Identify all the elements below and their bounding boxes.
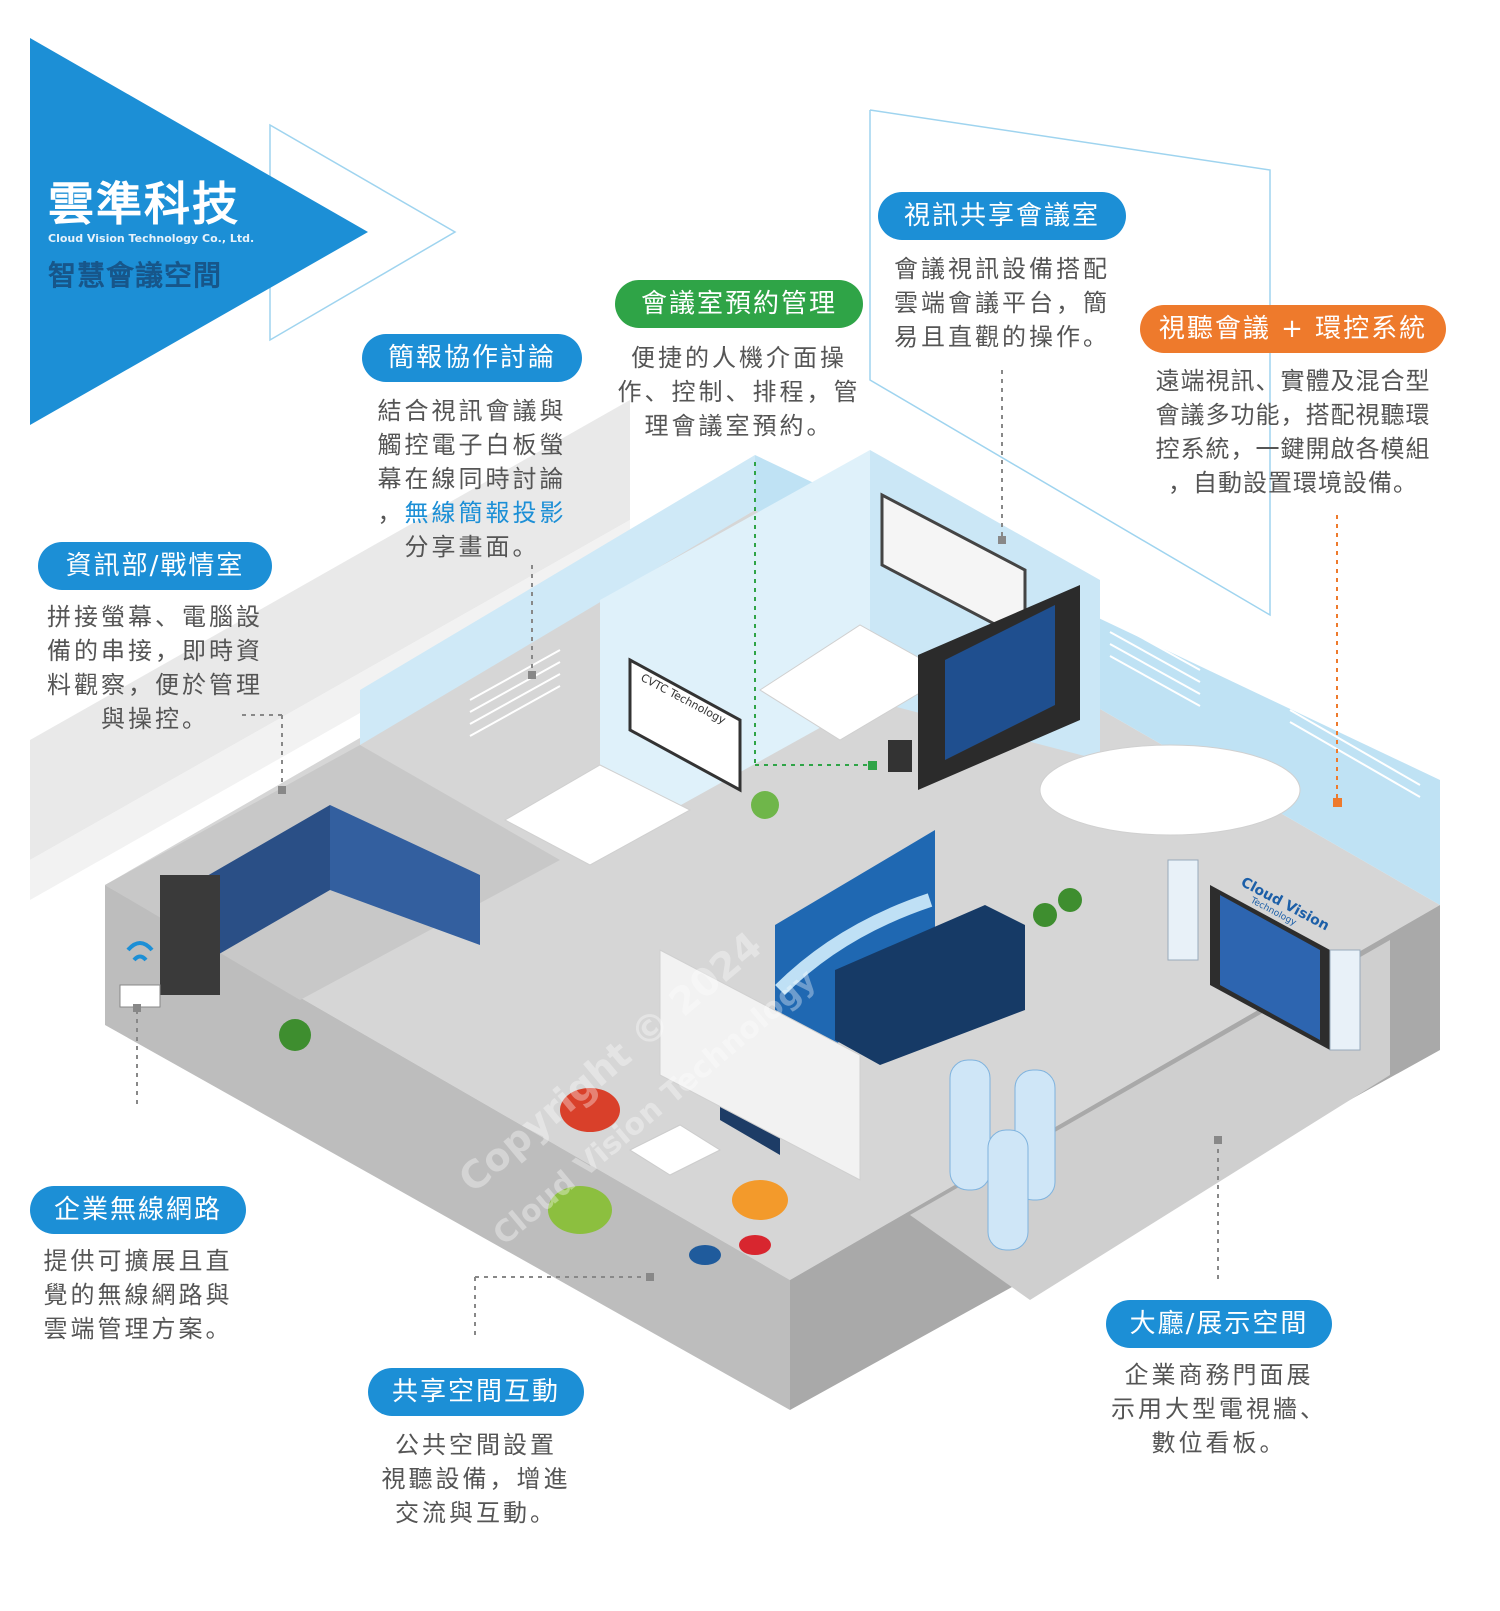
reception-desk <box>835 905 1025 1065</box>
plant-it <box>279 1019 311 1051</box>
building-floor <box>105 510 1440 1280</box>
plant-lobby-1 <box>1033 903 1057 927</box>
callout-booking-desc: 便捷的人機介面操 作、控制、排程，管 理會議室預約。 <box>617 344 861 440</box>
av-conference-table <box>1039 744 1301 836</box>
beanbag-red <box>560 1088 620 1132</box>
callout-wifi-title: 企業無線網路 <box>30 1186 246 1234</box>
display-column-3 <box>987 1129 1029 1251</box>
brand-tagline: 智慧會議空間 <box>48 259 223 292</box>
lobby-floor <box>910 940 1390 1300</box>
brand-subtitle: Cloud Vision Technology Co., Ltd. <box>48 232 255 245</box>
display-column-1 <box>949 1059 991 1191</box>
beanbag-orange <box>732 1180 788 1220</box>
digital-signage-right <box>1329 949 1361 1051</box>
callout-av-desc: 遠端視訊、實體及混合型 會議多功能，搭配視聽環 控系統，一鍵開啟各模組 ，自動設… <box>1155 367 1431 497</box>
server-rack <box>160 875 220 995</box>
presentation-table <box>503 764 692 866</box>
plant-meeting <box>751 791 779 819</box>
bg-outline-frame <box>869 109 1271 617</box>
callout-lobby-title: 大廳/展示空間 <box>1106 1300 1332 1348</box>
coffee-table <box>628 1124 722 1176</box>
wifi-router <box>119 984 161 1008</box>
it-video-wall-left <box>200 805 330 965</box>
room-control-panel <box>888 740 912 772</box>
callout-lobby-desc: 企業商務門面展 示用大型電視牆、 數位看板。 <box>1111 1361 1327 1457</box>
floor-edge-left <box>105 885 790 1410</box>
callout-presentation-title: 簡報協作討論 <box>362 334 582 382</box>
av-display-screen <box>945 605 1055 760</box>
lobby-display-screen <box>1220 895 1320 1040</box>
callout-it-title: 資訊部/戰情室 <box>38 542 272 590</box>
callout-shared-title: 共享空間互動 <box>368 1368 584 1416</box>
bg-stripe-2 <box>30 520 630 900</box>
stool-red <box>739 1235 771 1255</box>
callout-av-title: 視聽會議 + 環控系統 <box>1140 305 1446 353</box>
brand-title: 雲準科技 <box>48 177 240 231</box>
digital-signage-left <box>1167 859 1199 961</box>
callout-video-desc: 會議視訊設備搭配 雲端會議平台，簡 易且直觀的操作。 <box>894 255 1110 351</box>
it-video-wall-right <box>330 805 480 945</box>
glass-partition <box>659 949 861 1181</box>
callout-wifi-desc: 提供可擴展且直 覺的無線網路與 雲端管理方案。 <box>43 1247 233 1343</box>
stool-blue <box>689 1245 721 1265</box>
callout-shared-desc: 公共空間設置 視聽設備，增進 交流與互動。 <box>381 1431 571 1527</box>
callout-booking-title: 會議室預約管理 <box>615 280 863 328</box>
wireless-projection-highlight: 無線簡報投影 <box>404 499 567 527</box>
window-blinds <box>469 619 1421 798</box>
callout-video-title: 視訊共享會議室 <box>878 192 1126 240</box>
callout-presentation-desc: 結合視訊會議與 觸控電子白板螢 幕在線同時討論 ，無線簡報投影 分享畫面。 <box>377 397 567 561</box>
beanbag-green <box>548 1186 612 1234</box>
wifi-icon <box>126 941 154 952</box>
lobby-video-wall <box>775 830 935 1080</box>
bg-stripe-1 <box>30 400 630 860</box>
back-wall-left <box>360 455 755 745</box>
callout-it-desc: 拼接螢幕、電腦設 備的串接，即時資 料觀察，便於管理 與操控。 <box>47 603 263 733</box>
plant-lobby-2 <box>1058 888 1082 912</box>
touch-whiteboard <box>628 657 742 793</box>
brand-triangle <box>30 38 368 425</box>
